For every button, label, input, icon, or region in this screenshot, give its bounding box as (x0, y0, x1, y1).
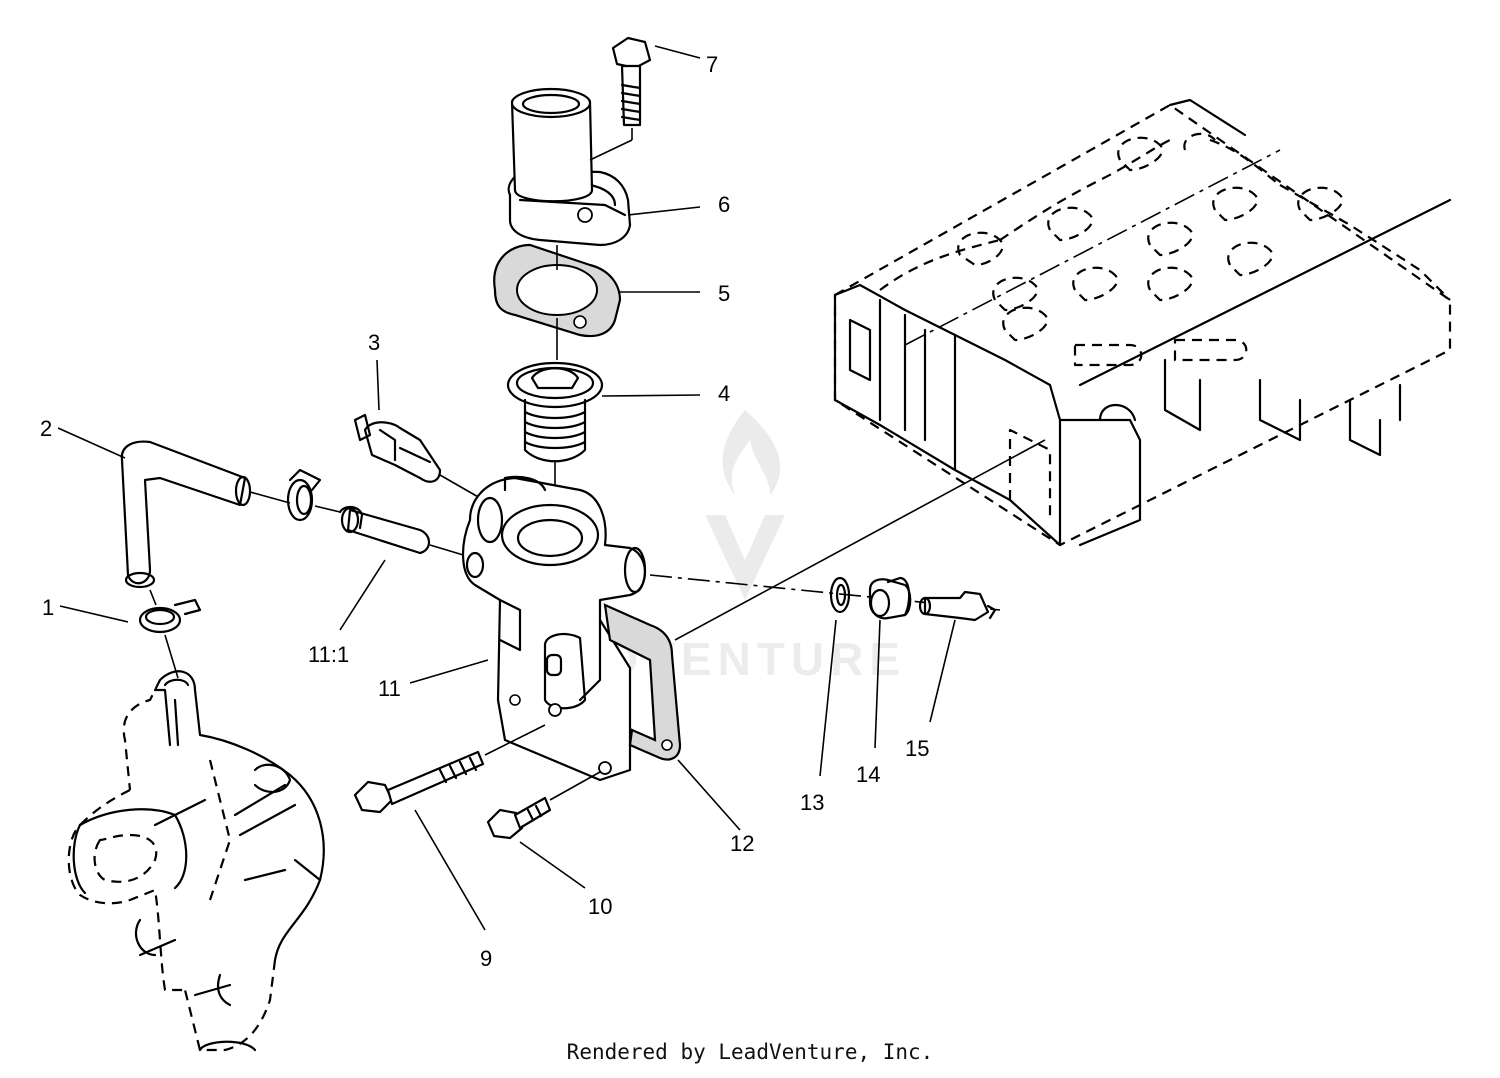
bypass-hose-part-2 (120, 440, 291, 606)
callout-10: 10 (588, 894, 612, 919)
callout-9: 9 (480, 946, 492, 971)
callout-15: 15 (905, 736, 929, 761)
callout-6: 6 (718, 192, 730, 217)
bolt-part-9 (353, 724, 546, 814)
callout-14: 14 (856, 762, 880, 787)
render-credit: Rendered by LeadVenture, Inc. (566, 1040, 934, 1064)
watermark-logo (705, 410, 785, 600)
callout-13: 13 (800, 790, 824, 815)
callout-2: 2 (40, 416, 52, 441)
callout-11: 11 (378, 676, 401, 701)
callout-12: 12 (730, 831, 754, 856)
thermostat-part-4 (506, 361, 604, 525)
callout-leaders (57, 45, 956, 931)
housing-gasket-part-12 (603, 439, 1046, 761)
bolt-part-7 (589, 36, 652, 161)
centerline-plug (649, 574, 1001, 611)
sensor-part-15 (918, 590, 997, 622)
hose-clamp-upper (286, 468, 341, 522)
bolt-part-10 (486, 771, 601, 840)
callout-4: 4 (718, 381, 730, 406)
washer-part-13 (829, 576, 851, 614)
thermostat-housing-part-11 (461, 475, 647, 782)
water-pump-housing (67, 670, 325, 1052)
callout-5: 5 (718, 281, 730, 306)
cylinder-head-block (833, 98, 1452, 547)
callout-3: 3 (368, 330, 380, 355)
thermostat-cover-part-6 (507, 87, 632, 270)
plug-part-14 (868, 576, 912, 620)
callout-7: 7 (706, 52, 718, 77)
temperature-sender-part-3 (353, 413, 481, 499)
thermostat-gasket-part-5 (493, 243, 622, 360)
callout-11-1: 11:1 (308, 642, 349, 667)
callout-labels: 1 2 3 4 5 6 7 9 10 11 11:1 12 13 14 15 (40, 52, 929, 971)
pipe-fitting-part-11-1 (338, 505, 471, 558)
callout-1: 1 (42, 595, 54, 620)
hose-clamp-part-1 (138, 598, 202, 679)
